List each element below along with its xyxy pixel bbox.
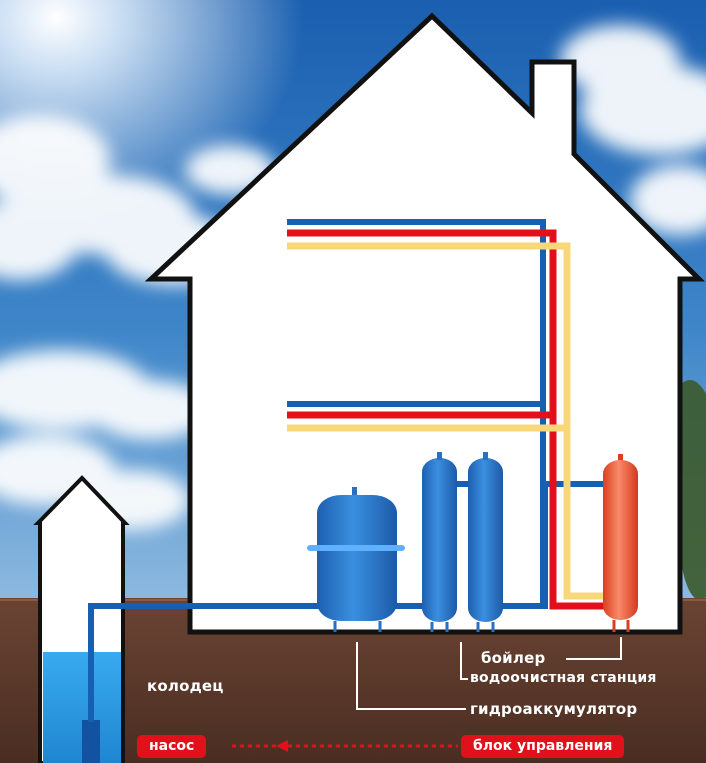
cold-riser: [287, 219, 546, 606]
return-riser: [287, 242, 607, 600]
pump-tag: насос: [137, 735, 207, 758]
control-unit-tag: блок управления: [461, 735, 625, 758]
control-arrow-icon: [276, 740, 288, 752]
accumulator-label: гидроаккумулятор: [470, 700, 638, 718]
hydroaccumulator-tank: [307, 487, 405, 632]
boiler-tank: [603, 454, 638, 632]
pump: [82, 720, 100, 763]
leader-station: [460, 642, 468, 680]
water-station-label: водоочистная станция: [470, 670, 657, 686]
house: [144, 12, 706, 635]
well-label: колодец: [147, 677, 224, 695]
boiler-label: бойлер: [481, 649, 546, 667]
leader-accumulator: [356, 642, 466, 710]
hot-riser: [287, 229, 607, 610]
leader-boiler: [566, 637, 622, 660]
water-treatment-station: [422, 452, 503, 632]
intake-pipe: [88, 603, 320, 722]
